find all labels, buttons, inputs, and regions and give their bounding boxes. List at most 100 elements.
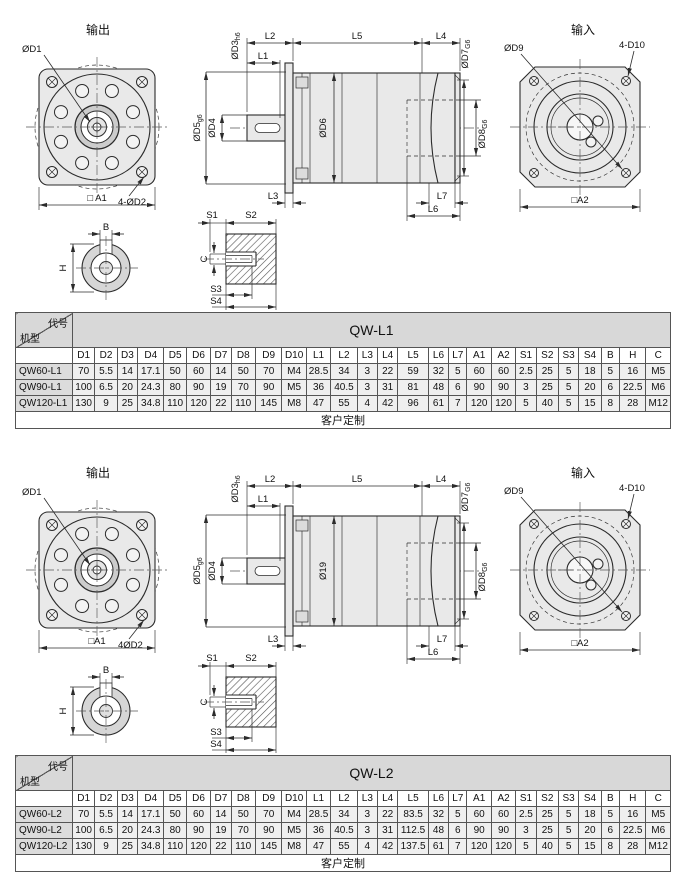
column-header: D4 (137, 347, 165, 364)
column-header: L3 (356, 347, 379, 364)
column-header: A1 (466, 347, 492, 364)
value-cell: 90 (466, 379, 492, 396)
dim-label-d2: 4ØD2 (118, 640, 143, 651)
input-callouts: ØD9 4-D10 (504, 40, 645, 170)
value-cell: 130 (71, 395, 96, 412)
value-cell: 25 (535, 379, 559, 396)
column-header: L6 (427, 790, 450, 807)
value-cell: M4 (281, 806, 307, 823)
dim-label-d7: ØD7G6 (460, 482, 472, 511)
a2-dimension: □A2 (519, 189, 641, 212)
value-cell: 17.1 (137, 806, 165, 823)
value-cell: 34.8 (137, 838, 165, 855)
value-cell: 90 (185, 379, 212, 396)
value-cell: 50 (230, 806, 256, 823)
value-cell: 5 (515, 395, 537, 412)
value-cell: 20 (578, 822, 602, 839)
value-cell: 25 (535, 822, 559, 839)
column-header: H (618, 347, 647, 364)
dim-label-s4: S4 (210, 739, 222, 750)
s-dimensions: S1 S2 S3 S4 (198, 210, 277, 310)
dim-label-d4: ØD4 (207, 118, 218, 138)
value-cell: 96 (397, 395, 429, 412)
value-cell: 80 (163, 822, 187, 839)
tapped-hole-section-2: C S1 S2 S3 S4 (198, 653, 277, 753)
value-cell: 15 (578, 838, 602, 855)
value-cell: 130 (71, 838, 96, 855)
dim-label-b: B (103, 665, 109, 676)
column-header: L1 (305, 790, 332, 807)
c-dimension: C (199, 685, 217, 719)
value-cell: 5 (600, 363, 620, 380)
value-cell: 60 (490, 363, 517, 380)
value-cell: 6 (600, 379, 620, 396)
dim-label-d5: ØD5g6 (192, 557, 204, 584)
value-cell: 60 (466, 806, 492, 823)
column-header: L2 (330, 790, 358, 807)
column-header: L4 (376, 790, 399, 807)
value-cell: 55 (330, 838, 358, 855)
value-cell: 22 (210, 395, 232, 412)
column-header: L6 (427, 347, 450, 364)
column-header: A1 (466, 790, 492, 807)
output-flange-view-1: 输出 ØD1 (22, 22, 168, 210)
value-cell: 25 (116, 838, 139, 855)
value-cell: 5 (557, 379, 580, 396)
dim-label-d1: ØD1 (22, 487, 42, 498)
value-cell: 120 (185, 395, 212, 412)
dim-label-l5: L5 (352, 31, 363, 42)
value-cell: M6 (645, 379, 671, 396)
dim-label-l1: L1 (258, 494, 269, 505)
value-cell: 90 (185, 822, 212, 839)
dim-label-l2: L2 (265, 31, 276, 42)
value-cell: 18 (578, 363, 602, 380)
dim-label-a2: □A2 (571, 638, 588, 649)
table-footer: 客户定制 (15, 854, 671, 872)
column-header: D10 (281, 347, 307, 364)
value-cell: M5 (645, 806, 671, 823)
column-header: L7 (448, 347, 468, 364)
value-cell: 100 (71, 822, 96, 839)
value-cell: 36 (305, 379, 332, 396)
dim-label-l1: L1 (258, 51, 269, 62)
column-header: D3 (116, 790, 139, 807)
column-header: S4 (578, 790, 602, 807)
input-flange-face (510, 502, 650, 640)
value-cell: 5 (600, 806, 620, 823)
column-header: D8 (230, 790, 256, 807)
corner-label-bottom: 机型 (20, 777, 40, 788)
dim-label-d5: ØD5g6 (192, 114, 204, 141)
value-cell: 83.5 (397, 806, 429, 823)
value-cell: 16 (618, 363, 647, 380)
column-header: B (600, 347, 620, 364)
value-cell: M5 (645, 363, 671, 380)
value-cell: 5 (557, 806, 580, 823)
drawing-set-qw-l1: 输出 ØD1 (0, 12, 686, 324)
column-header: A2 (490, 347, 517, 364)
value-cell: 70 (230, 379, 256, 396)
column-header: S1 (515, 347, 537, 364)
dim-label-d10: 4-D10 (619, 40, 645, 51)
dim-label-h: H (58, 707, 69, 714)
value-cell: 90 (490, 379, 517, 396)
output-callouts: ØD1 4ØD2 (22, 487, 145, 651)
value-cell: 18 (578, 806, 602, 823)
value-cell: 19 (210, 379, 232, 396)
output-flange-face (26, 500, 168, 640)
value-cell: 32 (427, 363, 450, 380)
value-cell: 40 (535, 838, 559, 855)
column-header: A2 (490, 790, 517, 807)
value-cell: 9 (94, 838, 118, 855)
value-cell: 70 (254, 363, 283, 380)
c-dimension: C (199, 242, 217, 276)
side-view-1: L2 L5 L4 L1 L3 L7 L6 ØD3h6 ØD4 ØD5g6 (192, 31, 489, 221)
value-cell: 3 (515, 822, 537, 839)
value-cell: 42 (376, 395, 399, 412)
value-cell: 20 (578, 379, 602, 396)
value-cell: M4 (281, 363, 307, 380)
table-corner-cell: 代号 机型 (15, 312, 73, 348)
